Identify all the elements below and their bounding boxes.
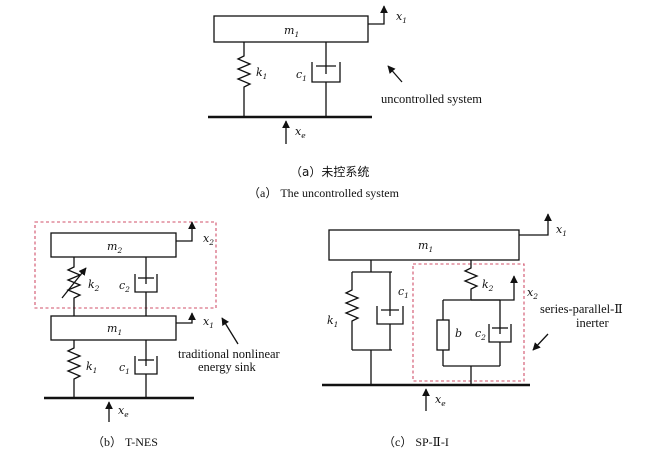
label-c2-b: c2 [119, 279, 130, 294]
caption-b: （b） T-NES [92, 435, 158, 449]
label-k1-a: k1 [256, 66, 267, 81]
label-m1-b: m1 [107, 322, 122, 337]
inerter-b [436, 319, 450, 351]
label-xe-c: xe [435, 393, 446, 408]
damper-c1-a [311, 42, 341, 117]
parallel-k1-c1-c [344, 260, 404, 385]
label-m1-a: m1 [284, 24, 299, 39]
note-tnes-line2: energy sink [198, 360, 256, 374]
label-x1-b: x1 [203, 315, 214, 330]
label-c1-a: c1 [296, 68, 307, 83]
mass-m1-c [328, 229, 520, 261]
spring-k1-a [236, 42, 252, 117]
series-parallel-inerter-c [436, 260, 518, 385]
nonlinear-indicator-arrow [61, 267, 87, 299]
label-xe-a: xe [295, 125, 306, 140]
output-arrow-x1-a [368, 5, 388, 25]
label-x1-c: x1 [556, 223, 567, 238]
note-arrow-c [532, 333, 549, 351]
diagram-a: m1 x1 k1 c1 xe uncontrolled system （a）未控… [208, 5, 482, 200]
mass-m1-a [213, 15, 369, 43]
caption-c: （c） SP-Ⅱ-I [383, 435, 449, 449]
nonlinear-spring-k2-b [66, 257, 82, 316]
label-c2-c: c2 [475, 327, 486, 342]
note-arrow-a [387, 65, 403, 83]
label-k2-b: k2 [88, 278, 100, 293]
nes-dashed-boundary [34, 221, 217, 309]
mass-m1-b [50, 315, 177, 341]
note-spii-line2: inerter [576, 316, 609, 330]
note-uncontrolled: uncontrolled system [381, 92, 482, 106]
label-c1-b: c1 [119, 361, 130, 376]
label-k2-c: k2 [482, 278, 494, 293]
label-x1-a: x1 [396, 10, 407, 25]
label-xe-b: xe [118, 404, 129, 419]
mass-m2-b [50, 232, 177, 258]
note-arrow-b [221, 317, 239, 345]
spring-k1-b [66, 340, 82, 398]
label-c1-c: c1 [398, 285, 409, 300]
output-arrow-x1-c [519, 213, 552, 236]
output-arrow-x2-c [471, 275, 518, 301]
output-arrow-x2-b [176, 221, 196, 242]
label-k1-c: k1 [327, 314, 338, 329]
diagram-c: m1 x1 k1 c1 [322, 213, 623, 449]
damper-c2-b [134, 257, 158, 316]
caption-a-en: （a） The uncontrolled system [248, 186, 400, 200]
output-arrow-x1-b [176, 312, 196, 324]
spring-k1-c [344, 272, 360, 350]
inerter-dashed-boundary [412, 263, 525, 382]
label-x2-b: x2 [203, 232, 214, 247]
spring-k2-c [463, 260, 479, 300]
label-m1-c: m1 [418, 239, 433, 254]
label-x2-c: x2 [527, 286, 538, 301]
note-spii-line1: series-parallel-Ⅱ [540, 302, 623, 316]
label-k1-b: k1 [86, 360, 97, 375]
caption-a-zh: （a）未控系统 [290, 165, 369, 179]
label-m2-b: m2 [107, 240, 122, 255]
diagram-b: m2 x2 k2 c2 m1 x1 k1 c1 [34, 221, 281, 449]
note-tnes-line1: traditional nonlinear [178, 347, 281, 361]
label-b-c: b [455, 327, 462, 340]
damper-c1-b [134, 340, 158, 398]
